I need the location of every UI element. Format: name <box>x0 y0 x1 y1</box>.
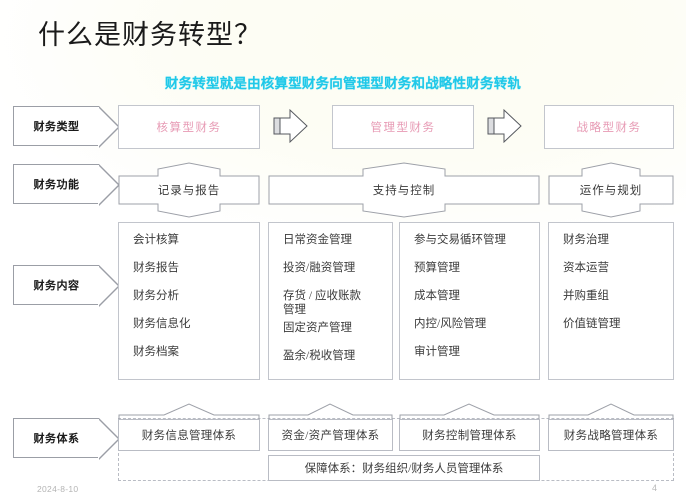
row-label-text: 财务内容 <box>33 280 80 292</box>
right-block-arrow-icon-1 <box>272 108 310 144</box>
finance-type-label: 管理型财务 <box>370 122 436 134</box>
finance-content-column-4[interactable]: 财务治理 资本运营 并购重组 价值链管理 <box>548 222 674 380</box>
content-item: 会计核算 <box>133 234 179 246</box>
up-chevron-icon-2 <box>268 403 393 421</box>
finance-function-box-3[interactable]: 运作与规划 <box>548 162 674 218</box>
row-label-text: 财务功能 <box>33 179 80 191</box>
guarantee-system-label: 保障体系：财务组织/财务人员管理体系 <box>304 463 504 475</box>
row-label-finance-type[interactable]: 财务类型 <box>13 106 120 148</box>
up-down-arrow-icon <box>118 162 260 218</box>
footer-date: 2024-8-10 <box>37 484 79 494</box>
content-item: 资本运营 <box>563 262 609 274</box>
up-chevron-icon-1 <box>118 403 260 421</box>
finance-type-box-1[interactable]: 核算型财务 <box>118 105 260 149</box>
content-item: 财务信息化 <box>133 318 191 330</box>
right-block-arrow-icon-2 <box>486 108 524 144</box>
content-item: 财务报告 <box>133 262 179 274</box>
finance-system-label: 财务信息管理体系 <box>141 430 237 442</box>
row-label-finance-content[interactable]: 财务内容 <box>13 265 120 307</box>
row-label-text: 财务体系 <box>33 433 80 445</box>
finance-system-box-3[interactable]: 财务控制管理体系 <box>399 419 540 451</box>
footer-page-number: 4 <box>652 483 658 493</box>
content-item: 固定资产管理 <box>283 322 352 334</box>
finance-type-label: 核算型财务 <box>156 122 222 134</box>
content-item: 内控/风险管理 <box>414 318 487 330</box>
finance-system-box-1[interactable]: 财务信息管理体系 <box>118 419 260 451</box>
finance-content-column-3[interactable]: 参与交易循环管理 预算管理 成本管理 内控/风险管理 审计管理 <box>399 222 540 380</box>
row-label-text: 财务类型 <box>33 121 80 133</box>
up-down-arrow-icon <box>268 162 540 218</box>
row-label-finance-function[interactable]: 财务功能 <box>13 164 120 206</box>
finance-system-box-2[interactable]: 资金/资产管理体系 <box>268 419 393 451</box>
content-item: 日常资金管理 <box>283 234 352 246</box>
finance-system-label: 财务控制管理体系 <box>422 430 517 442</box>
finance-type-box-3[interactable]: 战略型财务 <box>544 105 674 149</box>
content-item: 财务档案 <box>133 346 179 358</box>
guarantee-system-box[interactable]: 保障体系：财务组织/财务人员管理体系 <box>268 455 540 481</box>
page-title: 什么是财务转型？ <box>38 20 262 50</box>
content-item: 并购重组 <box>563 290 609 302</box>
content-item: 预算管理 <box>414 262 460 274</box>
finance-content-column-1[interactable]: 会计核算 财务报告 财务分析 财务信息化 财务档案 <box>118 222 260 380</box>
finance-system-box-4[interactable]: 财务战略管理体系 <box>548 419 674 451</box>
finance-system-label: 财务战略管理体系 <box>563 430 659 442</box>
content-item: 投资/融资管理 <box>283 262 356 274</box>
content-item: 财务治理 <box>563 234 609 246</box>
row-label-finance-system[interactable]: 财务体系 <box>13 418 120 460</box>
finance-content-column-2[interactable]: 日常资金管理 投资/融资管理 存货 / 应收账款 管理 固定资产管理 盈余/税收… <box>268 222 393 380</box>
up-chevron-icon-3 <box>399 403 540 421</box>
finance-system-label: 资金/资产管理体系 <box>281 430 380 442</box>
page-subtitle: 财务转型就是由核算型财务向管理型财务和战略性财务转轨 <box>164 76 522 91</box>
finance-function-box-1[interactable]: 记录与报告 <box>118 162 260 218</box>
content-item: 财务分析 <box>133 290 179 302</box>
content-item: 存货 / 应收账款 管理 <box>283 290 361 316</box>
finance-function-box-2[interactable]: 支持与控制 <box>268 162 540 218</box>
finance-type-label: 战略型财务 <box>576 122 642 134</box>
content-item: 成本管理 <box>414 290 460 302</box>
content-item: 盈余/税收管理 <box>283 350 356 362</box>
up-down-arrow-icon <box>548 162 674 218</box>
finance-type-box-2[interactable]: 管理型财务 <box>332 105 474 149</box>
content-item: 参与交易循环管理 <box>414 234 506 246</box>
content-item: 审计管理 <box>414 346 460 358</box>
up-chevron-icon-4 <box>548 403 674 421</box>
content-item: 价值链管理 <box>563 318 621 330</box>
